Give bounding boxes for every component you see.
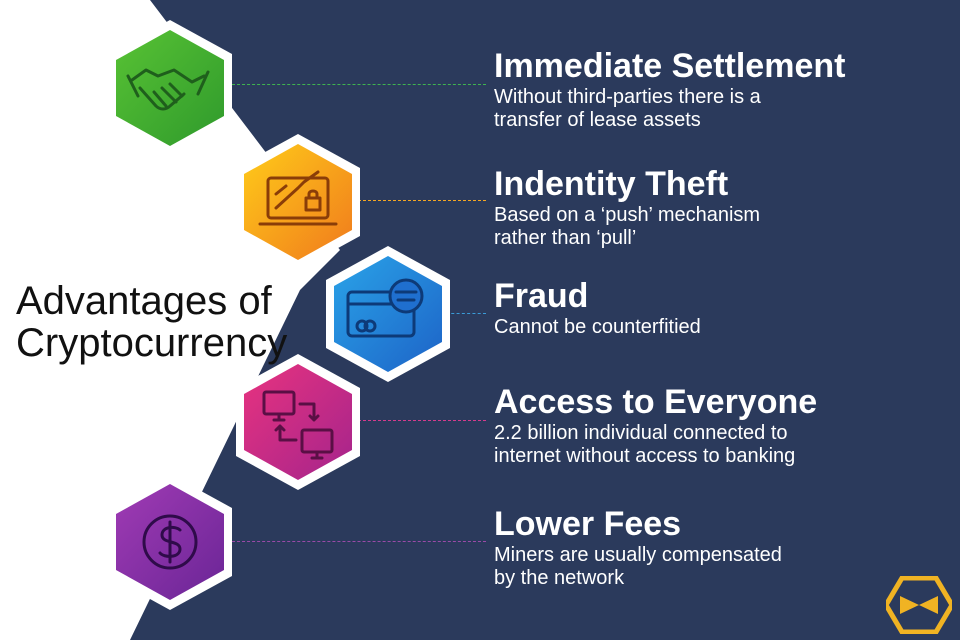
item-indentity-theft: Indentity Theft Based on a ‘push’ mechan… (494, 166, 934, 250)
brand-logo (886, 576, 952, 634)
hexagon-lower-fees (108, 474, 232, 610)
item-access-to-everyone: Access to Everyone 2.2 billion individua… (494, 384, 934, 468)
item-description: Cannot be counterfitied (494, 316, 701, 338)
connector-line-5 (232, 541, 486, 542)
item-heading: Access to Everyone (494, 383, 818, 421)
card-thief-icon (346, 278, 424, 338)
page-title: Advantages of Cryptocurrency (16, 280, 346, 364)
connector-line-1 (232, 84, 486, 85)
laptop-lock-icon (258, 170, 338, 226)
hexagon-immediate-settlement (108, 20, 232, 156)
item-fraud: Fraud Cannot be counterfitied (494, 278, 934, 339)
item-lower-fees: Lower Fees Miners are usually compensate… (494, 506, 934, 590)
item-immediate-settlement: Immediate Settlement Without third-parti… (494, 48, 934, 132)
item-heading: Fraud (494, 277, 589, 315)
item-heading: Indentity Theft (494, 165, 729, 203)
hexagon-access-to-everyone (236, 354, 360, 490)
item-heading: Lower Fees (494, 505, 682, 543)
dollar-coin-icon (142, 514, 198, 570)
title-line-2: Cryptocurrency (16, 321, 288, 365)
computers-transfer-icon (262, 390, 334, 460)
title-line-1: Advantages of (16, 279, 272, 323)
item-heading: Immediate Settlement (494, 47, 846, 85)
hexagon-fraud (326, 246, 450, 382)
handshake-icon (126, 68, 210, 111)
connector-line-3 (446, 313, 486, 314)
hexagon-indentity-theft (236, 134, 360, 270)
connector-line-2 (358, 200, 486, 201)
connector-line-4 (358, 420, 486, 421)
